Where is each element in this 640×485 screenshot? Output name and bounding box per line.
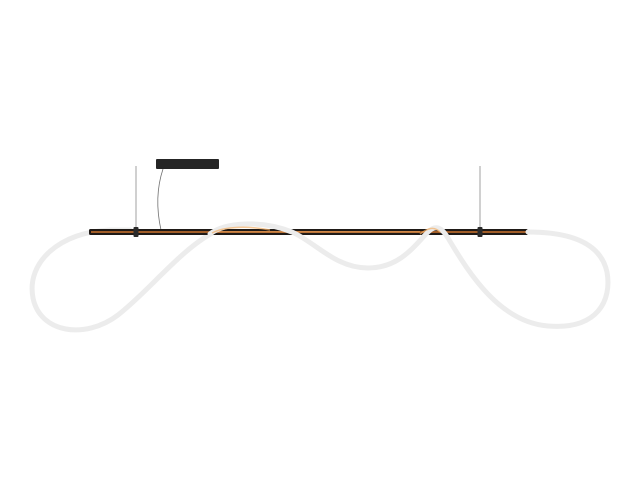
led-tube-back — [29, 227, 217, 333]
rail-clip-right — [477, 227, 483, 237]
ceiling-canopy — [156, 159, 219, 169]
power-cable — [157, 168, 164, 231]
led-glow-right — [419, 227, 441, 235]
led-tube-front — [207, 221, 611, 329]
light-rail-highlight — [210, 231, 420, 233]
rail-clip-left — [133, 227, 139, 237]
led-glow-left — [211, 226, 271, 234]
